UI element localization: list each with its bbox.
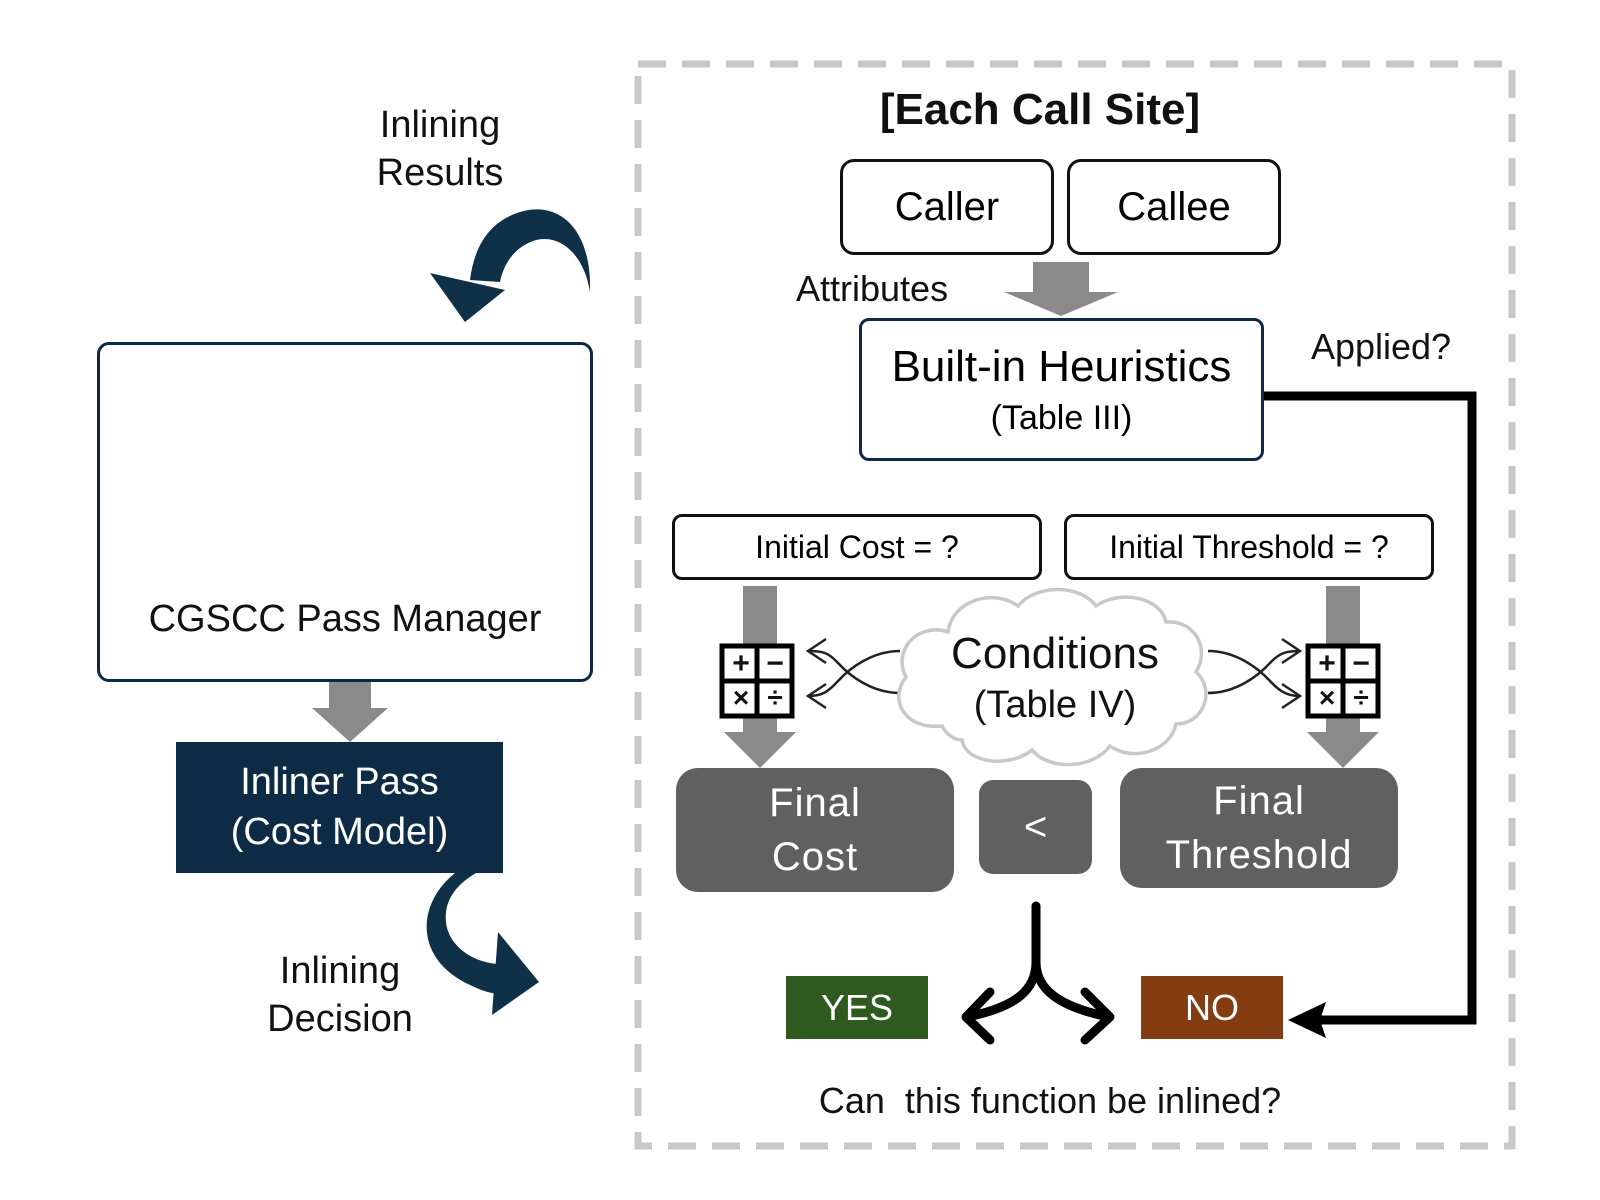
inlining-results-label: Inlining Results xyxy=(376,104,504,194)
calc-left-divide: ÷ xyxy=(767,682,783,713)
final-threshold-box: Final Threshold xyxy=(1120,768,1398,888)
heuristics-box: Built-in Heuristics (Table III) xyxy=(859,318,1264,461)
inline-question: Can this function be inlined? xyxy=(818,1080,1282,1121)
conditions-label: Conditions (Table IV) xyxy=(951,629,1159,726)
inlining-decision-label: Inlining Decision xyxy=(267,950,413,1040)
caller-box: Caller xyxy=(840,159,1054,255)
applied-connector-arrow-icon xyxy=(1263,391,1477,1025)
call-site-title: [Each Call Site] xyxy=(879,85,1201,134)
fork-arrow-icon xyxy=(961,901,1115,1045)
calculator-right-icon xyxy=(1305,643,1381,719)
calc-left-plus: + xyxy=(732,647,750,680)
call-site-frame xyxy=(634,60,1516,1150)
results-curved-arrow-icon xyxy=(430,209,591,322)
pass-manager-label: CGSCC Pass Manager xyxy=(148,598,542,640)
cgscc-pass-manager-box: CGSCC Pass Manager xyxy=(97,342,593,682)
inliner-pass-line2: (Cost Model) xyxy=(230,810,449,853)
initial-threshold-box: Initial Threshold = ? xyxy=(1064,514,1434,580)
initial-cost-box: Initial Cost = ? xyxy=(672,514,1042,580)
no-box: NO xyxy=(1141,976,1283,1039)
attributes-arrow-icon xyxy=(1004,262,1118,316)
calc-right-minus: − xyxy=(1352,647,1370,680)
conditions-left-arrows-icon xyxy=(805,637,901,710)
calculator-left-icon xyxy=(719,643,795,719)
applied-label: Applied? xyxy=(1310,326,1452,367)
yes-box: YES xyxy=(786,976,928,1039)
decision-curved-arrow-icon xyxy=(426,873,539,1015)
calc-left-times: × xyxy=(732,682,750,713)
calc-right-times: × xyxy=(1318,682,1336,713)
attributes-label: Attributes xyxy=(796,268,949,309)
inliner-pass-box: Inliner Pass (Cost Model) xyxy=(176,742,503,873)
conditions-right-arrows-icon xyxy=(1207,637,1303,710)
manager-to-inliner-arrow-icon xyxy=(312,680,388,742)
callee-box: Callee xyxy=(1067,159,1281,255)
inliner-pass-line1: Inliner Pass xyxy=(240,761,439,804)
heuristics-title: Built-in Heuristics xyxy=(891,341,1232,391)
less-than-box: < xyxy=(979,780,1092,874)
calc-right-plus: + xyxy=(1318,647,1336,680)
final-cost-box: Final Cost xyxy=(676,768,954,892)
calc-left-minus: − xyxy=(766,647,784,680)
no-arrowhead-icon xyxy=(1288,1002,1326,1038)
calc-right-divide: ÷ xyxy=(1353,682,1369,713)
heuristics-table-ref: (Table III) xyxy=(990,399,1133,438)
conditions-cloud-icon xyxy=(897,587,1208,767)
